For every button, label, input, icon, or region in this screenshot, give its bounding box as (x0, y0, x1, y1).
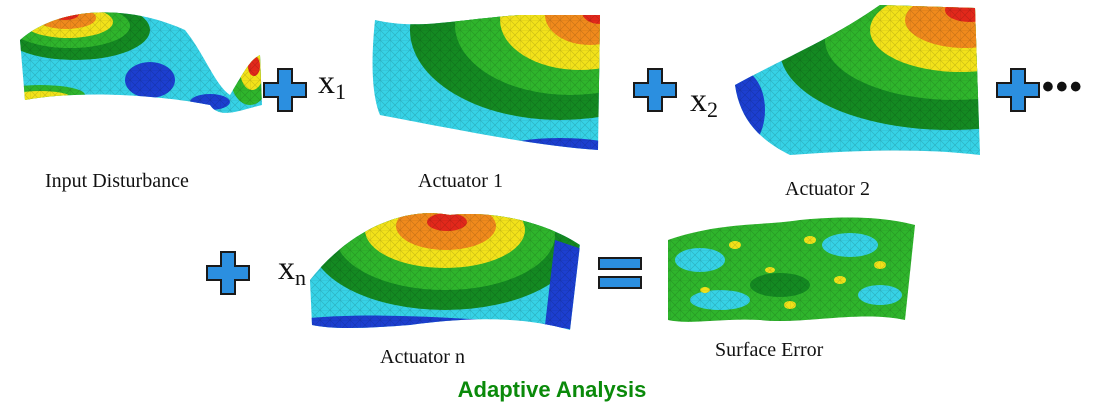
plus-icon (263, 68, 307, 112)
xn-coefficient: xn (278, 250, 306, 290)
actuator-2-surface (735, 5, 980, 155)
ellipsis: ••• (1042, 68, 1084, 106)
plus-icon (996, 68, 1040, 112)
plus-icon (633, 68, 677, 112)
equals-icon (598, 257, 642, 289)
actuator-n-label: Actuator n (380, 346, 465, 368)
actuator-1-surface (372, 15, 600, 150)
input-disturbance-surface (20, 12, 262, 113)
actuator-2-label: Actuator 2 (785, 178, 870, 200)
diagram-title: Adaptive Analysis (457, 377, 647, 402)
plus-icon (206, 251, 250, 295)
input-disturbance-label: Input Disturbance (45, 170, 189, 192)
actuator-n-surface (310, 213, 580, 330)
x1-coefficient: x1 (318, 64, 346, 104)
actuator-1-label: Actuator 1 (418, 170, 503, 192)
surface-error-surface (668, 217, 915, 322)
surface-error-label: Surface Error (715, 339, 824, 361)
x2-coefficient: x2 (690, 82, 718, 122)
